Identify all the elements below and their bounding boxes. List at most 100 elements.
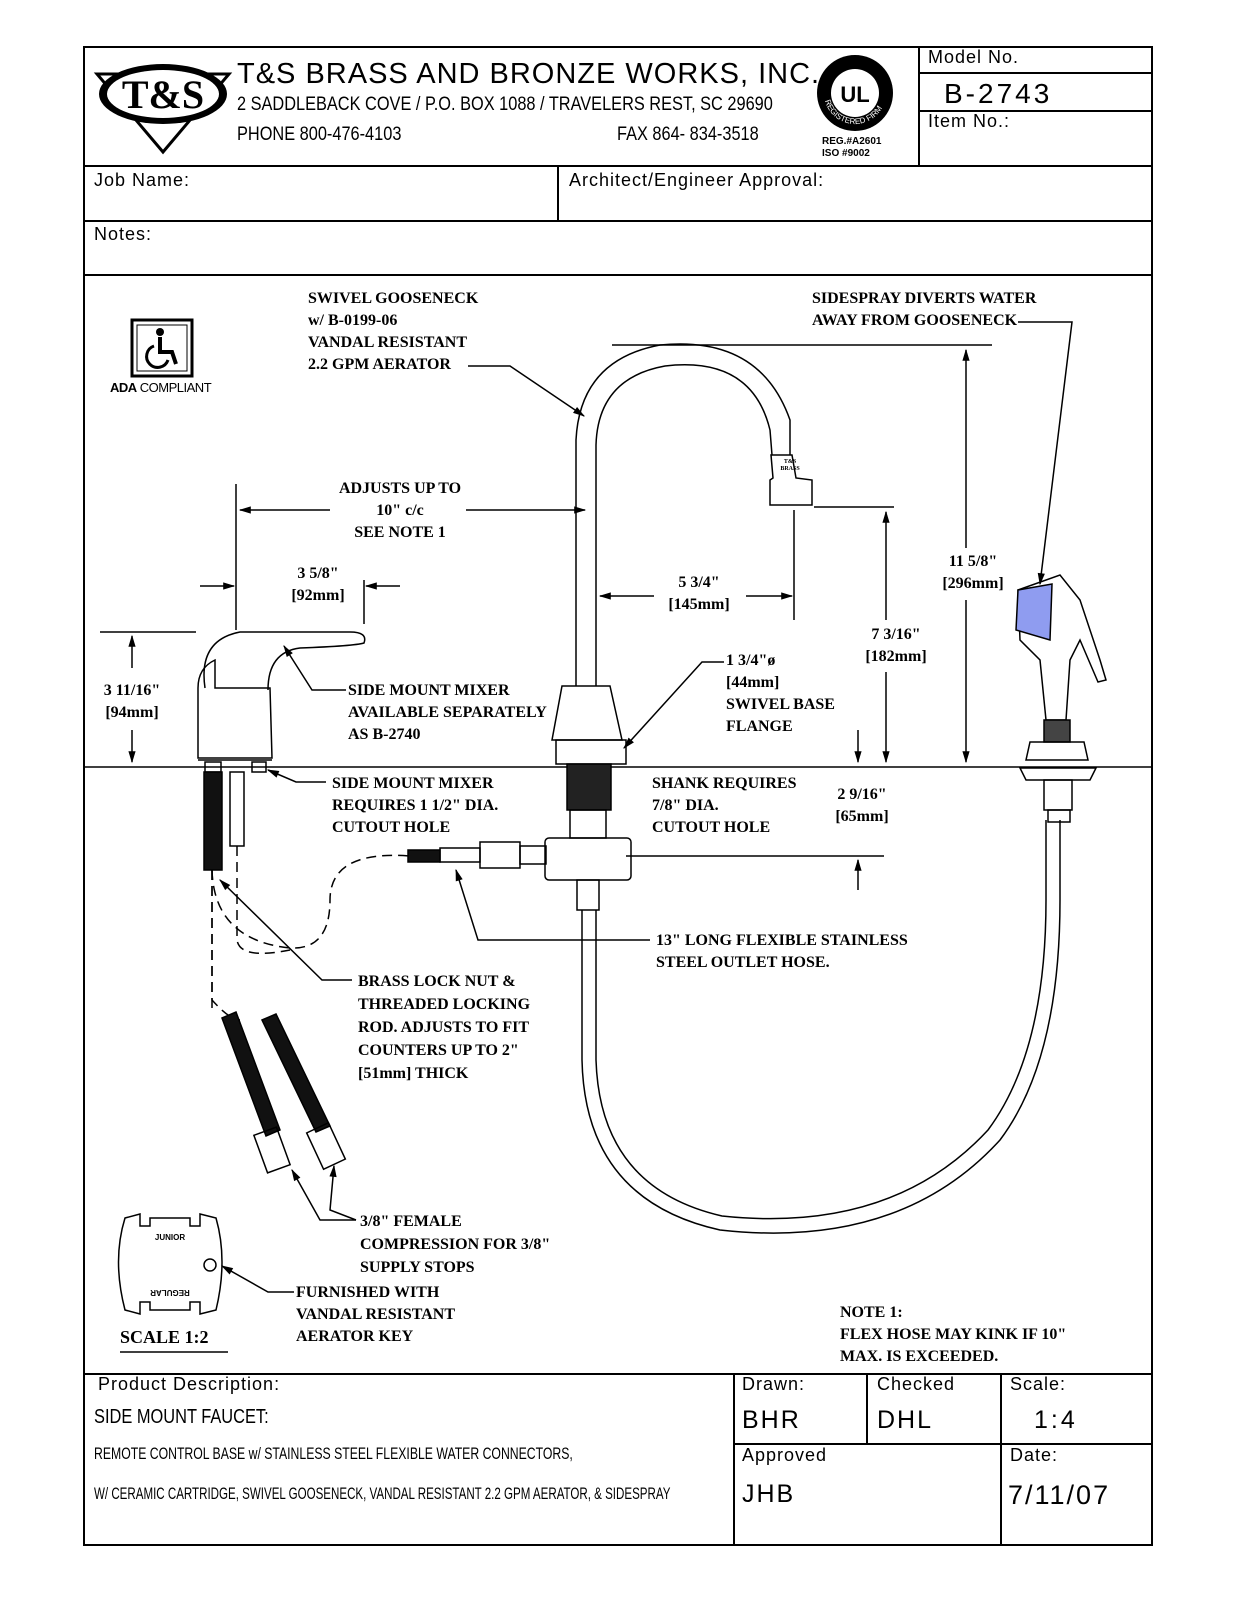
control-line-1	[211, 854, 411, 949]
item-label: Item No.:	[928, 111, 1011, 131]
callout-line: VANDAL RESISTANT	[296, 1306, 456, 1323]
divider-model-label	[918, 72, 1153, 74]
dim-line: 3 5/8"	[297, 565, 339, 582]
product-description-label: Product Description:	[98, 1374, 281, 1394]
sidespray	[1015, 574, 1107, 823]
callout-line: 2.2 GPM AERATOR	[308, 356, 451, 373]
callout-line: SWIVEL GOOSENECK	[308, 290, 479, 307]
key-top-label: JUNIOR	[155, 1233, 185, 1242]
callout-line: NOTE 1:	[840, 1304, 903, 1321]
logo-text: T&S	[122, 72, 204, 117]
divider-approved	[733, 1443, 1153, 1445]
drawing-sheet	[83, 46, 1153, 1546]
dim-line: 7 3/16"	[871, 626, 921, 643]
callout-line: 10" c/c	[376, 502, 424, 519]
ul-logo: UL REGISTERED FIRM	[817, 55, 893, 131]
callout-line: [44mm]	[726, 674, 780, 691]
approved-value: JHB	[742, 1480, 796, 1508]
callout-line: REQUIRES 1 1/2" DIA.	[332, 797, 499, 814]
callout-line: FLEX HOSE MAY KINK IF 10"	[840, 1326, 1067, 1343]
scale-value: 1:4	[1034, 1406, 1078, 1434]
dim-line: [94mm]	[105, 704, 159, 721]
callout-outlet-hose: 13" LONG FLEXIBLE STAINLESS STEEL OUTLET…	[656, 930, 908, 974]
company-name: T&S BRASS AND BRONZE WORKS, INC.	[237, 58, 821, 90]
divider-scale	[1000, 1373, 1002, 1546]
company-fax: FAX 864- 834-3518	[617, 124, 759, 145]
sidespray-band	[1015, 583, 1053, 641]
divider-job-approval	[557, 165, 559, 221]
callout-line: ADJUSTS UP TO	[338, 480, 462, 497]
callout-line: ROD. ADJUSTS TO FIT	[358, 1019, 530, 1036]
dim-line: [92mm]	[291, 587, 345, 604]
divider-drawn-checked	[866, 1373, 868, 1443]
spout-stamp-1: T&S	[784, 459, 797, 465]
mixer-supply-hose-1	[203, 771, 223, 871]
dim-line: 11 5/8"	[948, 553, 998, 570]
divider-header	[83, 165, 1153, 167]
divider-job	[83, 220, 1153, 222]
callout-line: BRASS LOCK NUT &	[358, 973, 516, 990]
callout-shank: SHANK REQUIRES 7/8" DIA. CUTOUT HOLE	[652, 773, 796, 839]
divider-desc	[733, 1373, 735, 1546]
ul-mark: UL	[840, 82, 869, 107]
mixer-body	[197, 631, 366, 871]
notes-label: Notes:	[94, 224, 153, 244]
scale-label: Scale:	[1010, 1374, 1067, 1394]
company-address: 2 SADDLEBACK COVE / P.O. BOX 1088 / TRAV…	[237, 94, 773, 115]
note-1: NOTE 1: FLEX HOSE MAY KINK IF 10" MAX. I…	[840, 1302, 1066, 1368]
dim-line: [296mm]	[942, 575, 1004, 592]
date-label: Date:	[1010, 1445, 1059, 1465]
callout-line: 3/8" FEMALE	[360, 1213, 462, 1230]
callout-line: MAX. IS EXCEEDED.	[840, 1348, 999, 1365]
dimension-92mm: 3 5/8" [92mm]	[278, 563, 358, 607]
callout-line: SIDE MOUNT MIXER	[348, 682, 510, 699]
callout-line: 1 3/4"ø	[726, 652, 776, 669]
shank-and-tee	[407, 763, 632, 911]
ada-label-bold: ADA	[110, 380, 137, 395]
callout-line: THREADED LOCKING	[358, 996, 531, 1013]
checked-label: Checked	[877, 1374, 956, 1394]
callout-line: AERATOR KEY	[296, 1328, 414, 1345]
callout-line: COUNTERS UP TO 2"	[358, 1042, 519, 1059]
date-value: 7/11/07	[1008, 1480, 1111, 1510]
supply-hoses	[221, 1011, 347, 1174]
company-phone: PHONE 800-476-4103	[237, 124, 402, 145]
key-scale-label: SCALE 1:2	[120, 1327, 209, 1347]
iso-number: ISO #9002	[822, 148, 870, 159]
product-desc-line-1: REMOTE CONTROL BASE w/ STAINLESS STEEL F…	[94, 1444, 573, 1463]
callout-gooseneck: SWIVEL GOOSENECK w/ B-0199-06 VANDAL RES…	[308, 288, 478, 376]
dimension-65mm: 2 9/16" [65mm]	[820, 784, 904, 828]
callout-line: COMPRESSION FOR 3/8"	[360, 1236, 551, 1253]
callout-line: 7/8" DIA.	[652, 797, 719, 814]
callout-line: AWAY FROM GOOSENECK	[812, 312, 1018, 329]
ts-logo: T&S	[93, 64, 233, 155]
callout-line: [51mm] THICK	[358, 1065, 469, 1082]
model-label: Model No.	[928, 47, 1020, 67]
callout-line: AVAILABLE SEPARATELY	[348, 704, 547, 721]
callout-line: AS B-2740	[348, 726, 421, 743]
callout-line: FURNISHED WITH	[296, 1284, 440, 1301]
callout-line: SEE NOTE 1	[354, 524, 446, 541]
callout-aerator-key: FURNISHED WITH VANDAL RESISTANT AERATOR …	[296, 1282, 455, 1348]
dim-line: 3 11/16"	[103, 682, 161, 699]
callout-line: SWIVEL BASE	[726, 696, 835, 713]
callout-line: CUTOUT HOLE	[652, 819, 771, 836]
reg-number: REG.#A2601	[822, 136, 882, 147]
checked-value: DHL	[877, 1406, 934, 1434]
ada-label-rest: COMPLIANT	[139, 380, 212, 395]
product-title: SIDE MOUNT FAUCET:	[94, 1406, 269, 1428]
key-bottom-label: REGULAR	[150, 1288, 190, 1297]
callout-line: SIDE MOUNT MIXER	[332, 775, 494, 792]
callout-line: SIDESPRAY DIVERTS WATER	[812, 290, 1037, 307]
wheelchair-icon	[130, 318, 194, 378]
callout-flange: 1 3/4"ø [44mm] SWIVEL BASE FLANGE	[726, 650, 835, 738]
product-desc-line-2: W/ CERAMIC CARTRIDGE, SWIVEL GOOSENECK, …	[94, 1484, 671, 1503]
spout-stamp-2: BRASS	[780, 466, 800, 472]
callout-female: 3/8" FEMALE COMPRESSION FOR 3/8" SUPPLY …	[360, 1210, 550, 1279]
callout-line: SUPPLY STOPS	[360, 1259, 475, 1276]
dim-line: [182mm]	[865, 648, 927, 665]
callout-adjusts: ADJUSTS UP TO 10" c/c SEE NOTE 1	[330, 478, 470, 544]
divider-model-box	[918, 46, 920, 166]
dim-line: 2 9/16"	[837, 786, 887, 803]
